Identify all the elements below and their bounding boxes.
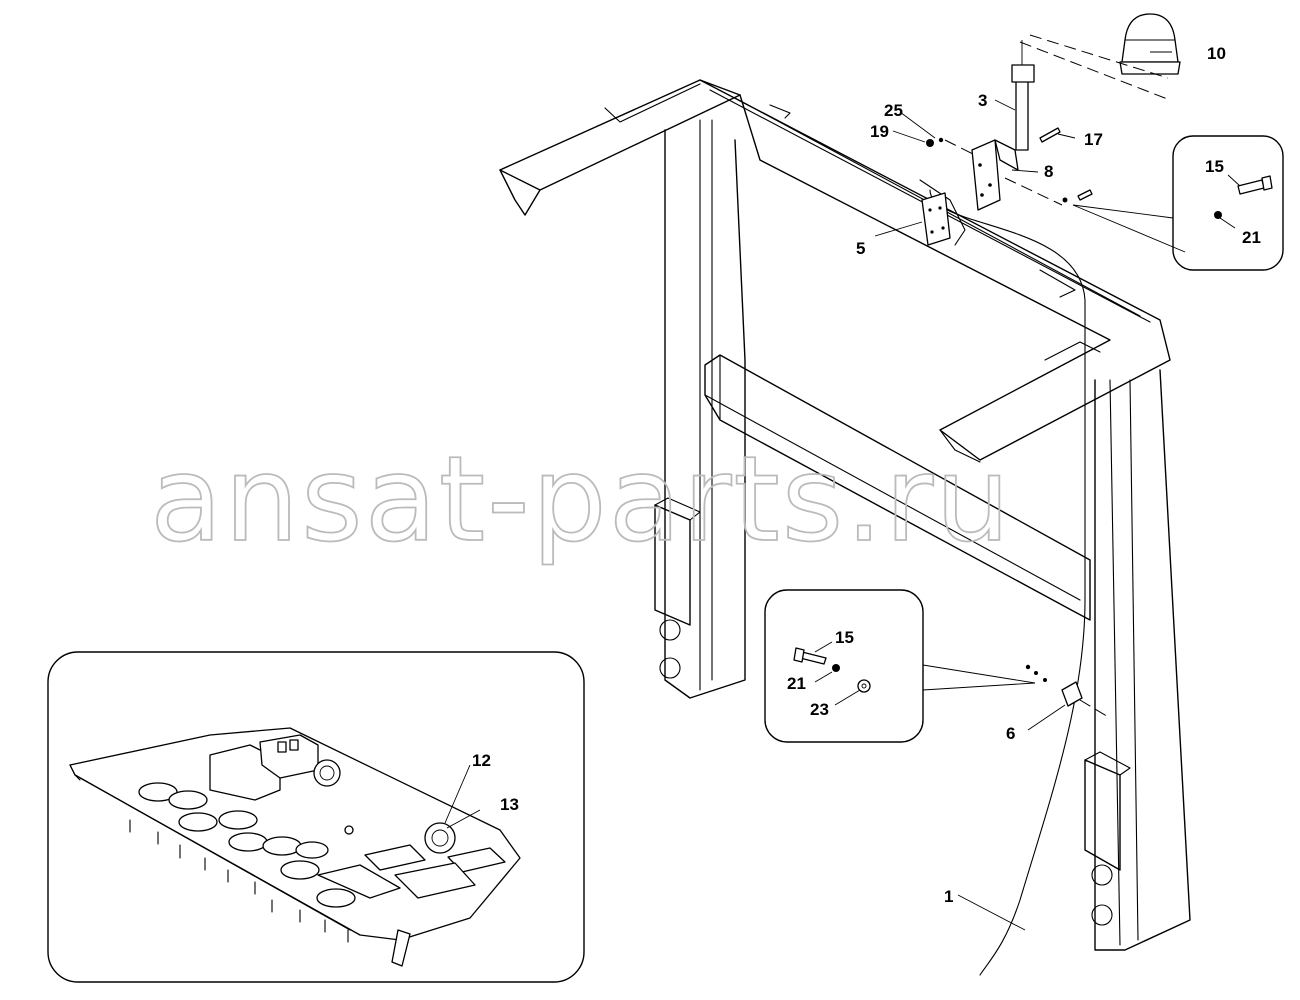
callout-13: 13 bbox=[500, 795, 519, 814]
callout-3: 3 bbox=[978, 91, 987, 110]
callout-17: 17 bbox=[1084, 130, 1103, 149]
callout-23: 23 bbox=[810, 700, 829, 719]
frame-structure bbox=[499, 79, 1191, 951]
callout-5: 5 bbox=[856, 239, 865, 258]
detail-bubble-middle bbox=[764, 589, 1111, 743]
wire-harness bbox=[929, 189, 1086, 976]
watermark-text: ansat-parts.ru bbox=[150, 430, 1012, 568]
callout-15-top: 15 bbox=[1205, 157, 1224, 176]
callout-12: 12 bbox=[472, 751, 491, 770]
detail-bubble-top bbox=[1072, 135, 1284, 271]
callout-6: 6 bbox=[1006, 724, 1015, 743]
callout-19: 19 bbox=[870, 122, 889, 141]
callout-21-middle: 21 bbox=[787, 674, 806, 693]
callout-25: 25 bbox=[884, 101, 903, 120]
callout-15-middle: 15 bbox=[835, 628, 854, 647]
callout-leaders bbox=[444, 51, 1241, 931]
callout-1: 1 bbox=[944, 887, 953, 906]
callout-8: 8 bbox=[1044, 162, 1053, 181]
beacon-assembly bbox=[921, 13, 1181, 246]
control-panel-inset bbox=[47, 651, 585, 983]
callout-21-top: 21 bbox=[1242, 228, 1261, 247]
callout-10: 10 bbox=[1207, 44, 1226, 63]
